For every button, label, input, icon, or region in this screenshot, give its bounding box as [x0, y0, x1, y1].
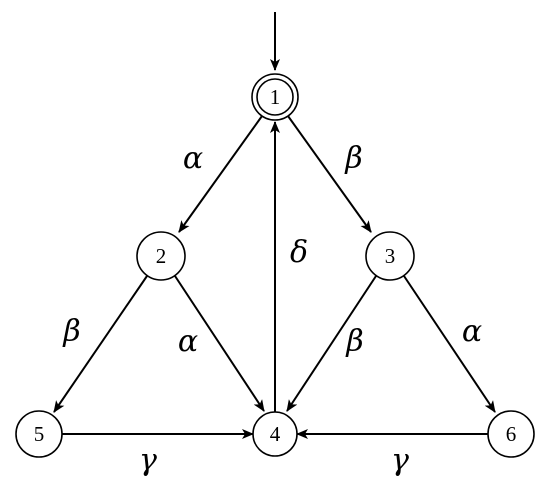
- edge-1-2: [178, 115, 263, 233]
- state-4-circle: [252, 411, 298, 457]
- edge-2-4: [174, 275, 265, 412]
- state-5-label: 5: [34, 422, 45, 446]
- edge-3-4: [286, 275, 377, 412]
- state-3-label: 3: [385, 244, 396, 268]
- state-4: 4: [252, 411, 298, 457]
- state-6-circle: [487, 410, 535, 458]
- state-3-circle: [365, 231, 415, 281]
- state-2: 2: [136, 231, 186, 281]
- edge-label-3-4: β: [345, 324, 363, 359]
- state-1-outer-ring: [251, 73, 299, 121]
- edge-label-4-1: δ: [290, 235, 308, 270]
- state-2-circle: [136, 231, 186, 281]
- edge-label-3-6: α: [462, 314, 482, 349]
- state-1: 1: [251, 73, 299, 121]
- state-3: 3: [365, 231, 415, 281]
- state-2-label: 2: [156, 244, 167, 268]
- state-1-inner-ring: [256, 78, 294, 116]
- edge-2-5: [53, 275, 148, 413]
- state-5: 5: [15, 410, 63, 458]
- state-1-label: 1: [270, 85, 281, 109]
- edge-3-6: [403, 275, 496, 413]
- edge-label-6-4: γ: [391, 443, 409, 478]
- state-6-label: 6: [506, 422, 517, 446]
- edge-label-2-5: β: [62, 314, 80, 349]
- state-5-circle: [15, 410, 63, 458]
- edge-1-3: [287, 115, 372, 233]
- edge-label-2-4: α: [178, 324, 198, 359]
- state-4-label: 4: [270, 422, 281, 446]
- edge-label-5-4: γ: [139, 443, 157, 478]
- edge-label-1-3: β: [344, 141, 362, 176]
- edge-label-1-2: α: [183, 141, 203, 176]
- state-6: 6: [487, 410, 535, 458]
